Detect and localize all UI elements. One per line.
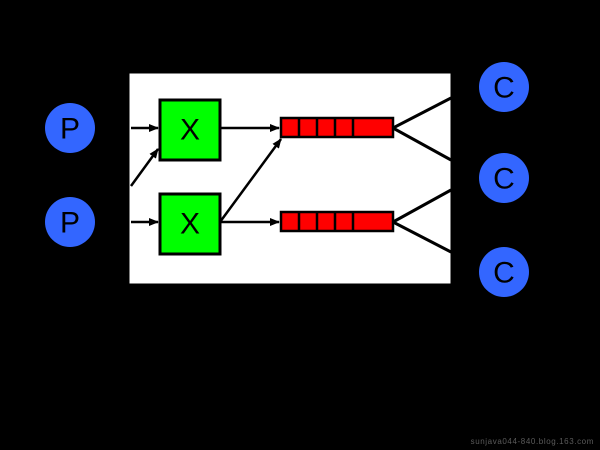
producer-1-label: P xyxy=(60,113,80,146)
consumer-2-circle[interactable] xyxy=(479,153,529,203)
queue-bottom-bar[interactable] xyxy=(279,210,395,233)
exchanger-bottom[interactable]: X xyxy=(158,192,222,256)
producer-1-circle[interactable] xyxy=(45,103,95,153)
edge-queue-bottom-to-consumer-3 xyxy=(392,220,452,254)
queue-bottom[interactable] xyxy=(279,210,395,233)
exchanger-top-box[interactable] xyxy=(158,98,222,162)
exchanger-top-label: X xyxy=(180,114,200,147)
consumer-3-label: C xyxy=(493,257,515,290)
producer-node-2[interactable]: P xyxy=(45,197,95,247)
edge-group-enqueue xyxy=(218,124,283,226)
queue-top-bar[interactable] xyxy=(279,116,395,139)
queue-top[interactable] xyxy=(279,116,395,139)
consumer-node-1[interactable]: C xyxy=(479,62,529,112)
edge-exchanger-bottom-to-queue-top xyxy=(218,138,283,223)
edge-queue-bottom-to-consumer-2 xyxy=(392,188,452,224)
producer-node-1[interactable]: P xyxy=(45,103,95,153)
edge-queue-top-to-consumer-1 xyxy=(392,96,452,130)
consumer-node-3[interactable]: C xyxy=(479,247,529,297)
edge-producer-bottom-to-exchanger-top xyxy=(129,148,160,187)
exchanger-top[interactable]: X xyxy=(158,98,222,162)
consumer-1-circle[interactable] xyxy=(479,62,529,112)
consumer-3-circle[interactable] xyxy=(479,247,529,297)
consumer-2-label: C xyxy=(493,163,515,196)
edge-group-dequeue xyxy=(392,96,452,254)
edge-group-input xyxy=(129,124,160,226)
consumer-1-label: C xyxy=(493,72,515,105)
consumer-node-2[interactable]: C xyxy=(479,153,529,203)
producer-2-circle[interactable] xyxy=(45,197,95,247)
exchanger-bottom-box[interactable] xyxy=(158,192,222,256)
producer-2-label: P xyxy=(60,207,80,240)
watermark-text: sunjava044-840.blog.163.com xyxy=(470,437,594,446)
exchanger-bottom-label: X xyxy=(180,208,200,241)
edge-queue-top-to-consumer-2 xyxy=(392,126,452,162)
